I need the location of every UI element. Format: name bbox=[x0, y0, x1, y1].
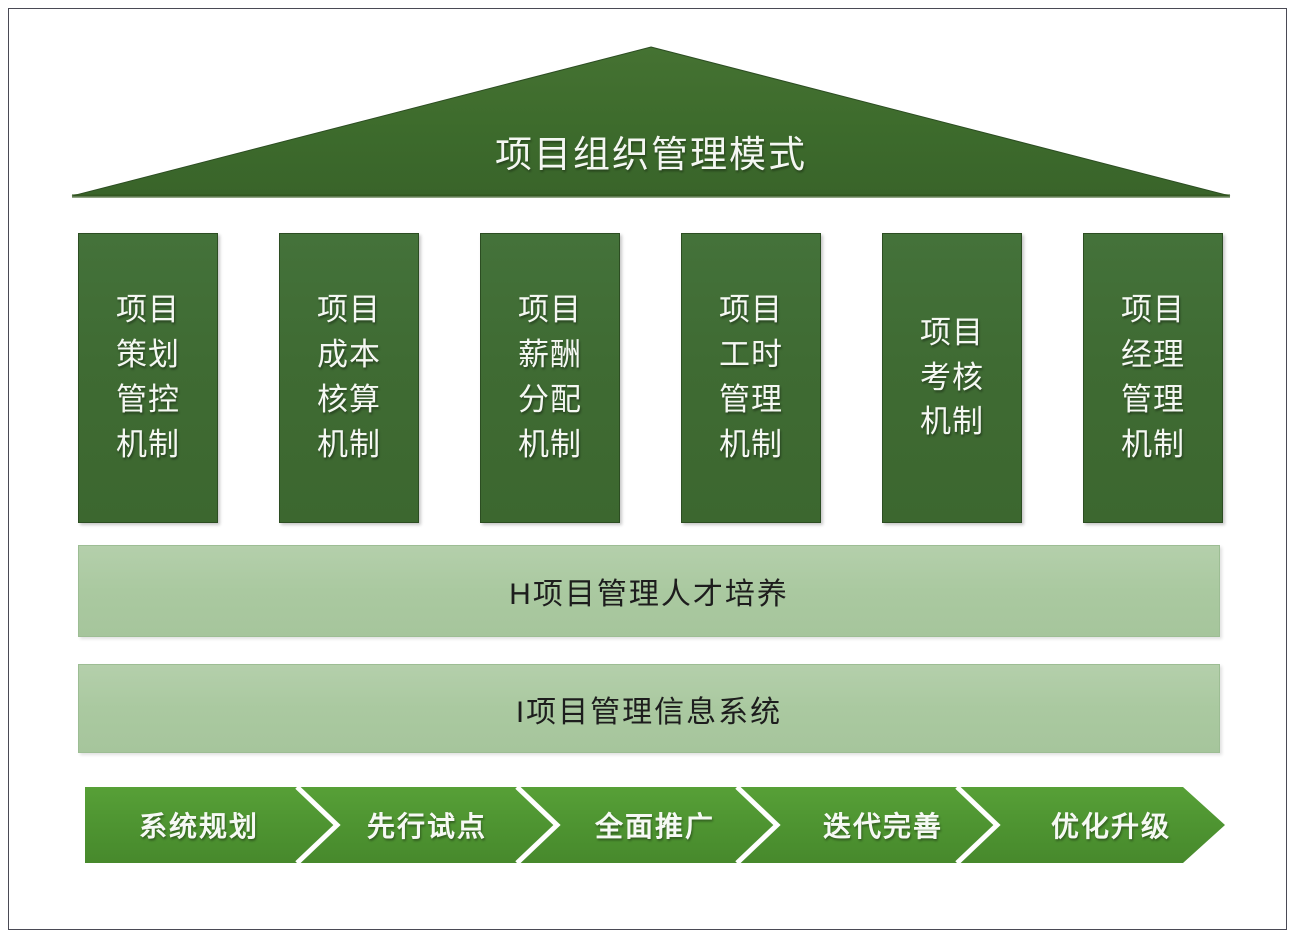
base-bar-talent-development[interactable]: H项目管理人才培养 bbox=[78, 545, 1220, 637]
pillar-2-line-3: 核算 bbox=[317, 382, 381, 417]
pillar-group: 项目 策划 管控 机制 项目 成本 核算 机制 项目 薪酬 分配 机制 项目 工… bbox=[78, 233, 1223, 523]
pillar-1-line-3: 管控 bbox=[116, 382, 180, 417]
pillar-3-line-4: 机制 bbox=[518, 426, 582, 462]
pillar-3-line-3: 分配 bbox=[518, 382, 582, 417]
pillar-3-line-2: 薪酬 bbox=[518, 337, 582, 373]
base-bar-i-label: I项目管理信息系统 bbox=[515, 695, 783, 729]
roof-title: 项目组织管理模式 bbox=[495, 134, 807, 175]
pillar-6-line-3: 管理 bbox=[1121, 382, 1185, 417]
pillar-3-line-1: 项目 bbox=[518, 292, 582, 328]
pillar-2-line-2: 成本 bbox=[317, 337, 381, 373]
pillar-project-assessment[interactable]: 项目 考核 机制 bbox=[882, 233, 1022, 523]
process-step-optimization-upgrade[interactable]: 优化升级 bbox=[1050, 811, 1171, 842]
pillar-project-salary-allocation[interactable]: 项目 薪酬 分配 机制 bbox=[480, 233, 620, 523]
pillar-1-line-2: 策划 bbox=[116, 337, 180, 373]
pillar-5-line-1: 项目 bbox=[920, 314, 984, 350]
process-step-pilot[interactable]: 先行试点 bbox=[366, 811, 487, 842]
process-step-iterative-improvement[interactable]: 迭代完善 bbox=[822, 811, 943, 842]
pillar-4-line-3: 管理 bbox=[719, 382, 783, 417]
process-chevron-bar: 系统规划 先行试点 全面推广 迭代完善 优化升级 bbox=[85, 787, 1225, 863]
base-bar-information-system[interactable]: I项目管理信息系统 bbox=[78, 664, 1220, 753]
process-step-system-planning[interactable]: 系统规划 bbox=[138, 811, 259, 842]
pillar-6-line-2: 经理 bbox=[1121, 337, 1185, 373]
pillar-4-line-2: 工时 bbox=[719, 337, 783, 373]
process-step-labels: 系统规划 先行试点 全面推广 迭代完善 优化升级 bbox=[85, 787, 1225, 863]
roof-shape: 项目组织管理模式 bbox=[70, 44, 1232, 200]
pillar-project-worktime-management[interactable]: 项目 工时 管理 机制 bbox=[681, 233, 821, 523]
pillar-4-line-1: 项目 bbox=[719, 292, 783, 328]
pillar-project-manager-management[interactable]: 项目 经理 管理 机制 bbox=[1083, 233, 1223, 523]
pillar-5-line-3: 机制 bbox=[920, 404, 984, 440]
pillar-1-line-4: 机制 bbox=[116, 426, 180, 462]
pillar-project-planning-control[interactable]: 项目 策划 管控 机制 bbox=[78, 233, 218, 523]
pillar-4-line-4: 机制 bbox=[719, 426, 783, 462]
pillar-project-cost-accounting[interactable]: 项目 成本 核算 机制 bbox=[279, 233, 419, 523]
base-bar-h-label: H项目管理人才培养 bbox=[509, 578, 789, 611]
pillar-1-line-1: 项目 bbox=[116, 292, 180, 328]
pillar-6-line-1: 项目 bbox=[1121, 292, 1185, 328]
pillar-5-line-2: 考核 bbox=[920, 359, 984, 395]
pillar-2-line-4: 机制 bbox=[317, 426, 381, 462]
roof-triangle-icon bbox=[71, 46, 1231, 198]
chevron-arrow-icon bbox=[85, 787, 1225, 863]
pillar-2-line-1: 项目 bbox=[317, 292, 381, 328]
pillar-6-line-4: 机制 bbox=[1121, 426, 1185, 462]
process-step-full-rollout[interactable]: 全面推广 bbox=[594, 811, 715, 842]
